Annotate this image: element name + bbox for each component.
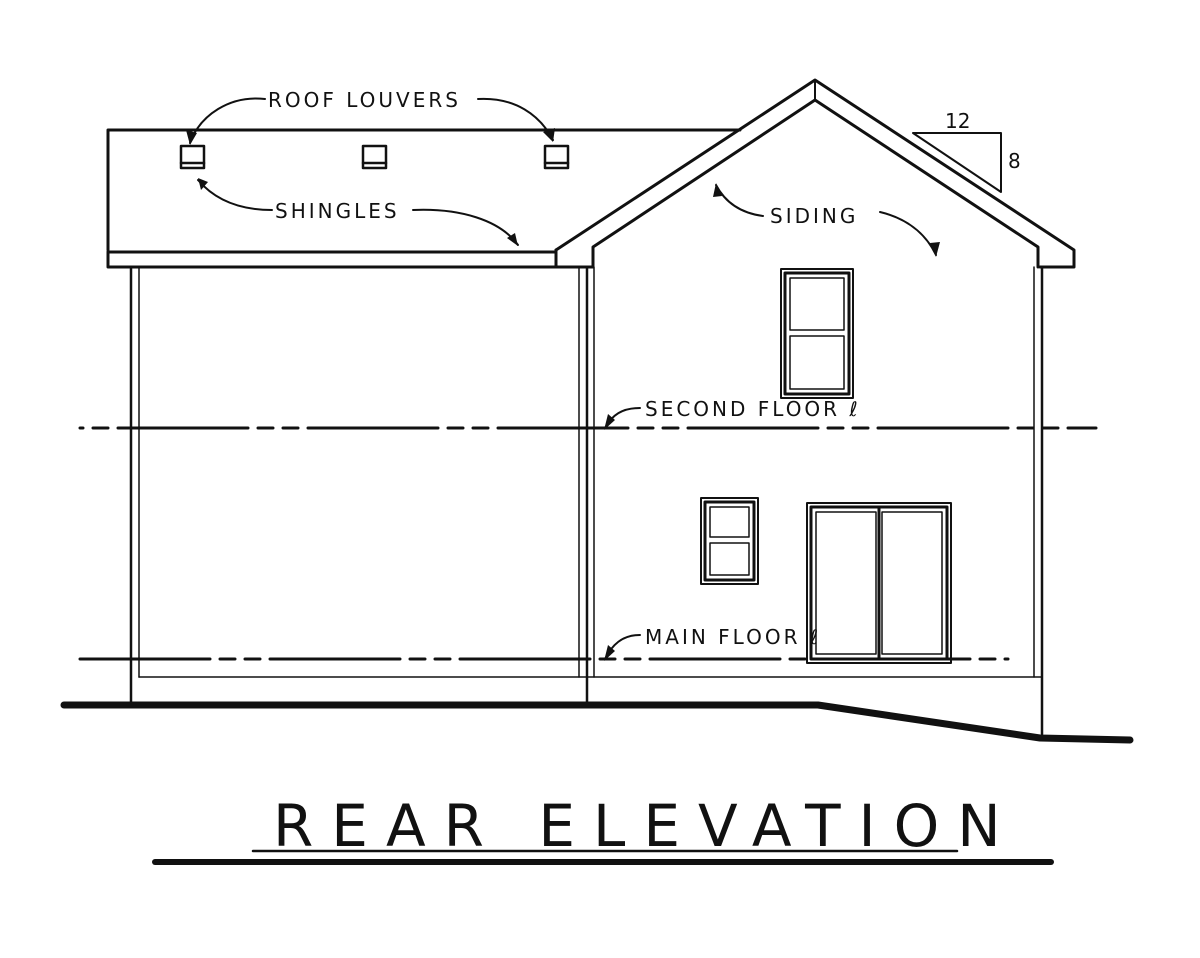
lower-window: [700, 497, 759, 585]
label-second-floor: SECOND FLOOR ℓ: [645, 397, 861, 421]
gable-roof: [554, 78, 1076, 269]
roof-pitch-symbol: [912, 132, 1002, 193]
floor-lines: [78, 426, 1098, 661]
label-shingles: SHINGLES: [275, 199, 400, 223]
drawing-title: REAR ELEVATION: [273, 792, 1019, 860]
label-siding: SIDING: [770, 204, 858, 228]
label-main-floor: MAIN FLOOR ℓ: [645, 625, 821, 649]
sliding-door: [806, 502, 952, 664]
arrowheads: [186, 128, 940, 661]
leader-arrows: [189, 97, 937, 660]
grade-line: [60, 701, 1134, 744]
walls: [129, 265, 1044, 740]
upper-window: [780, 268, 854, 399]
pitch-rise: 8: [1008, 149, 1021, 173]
roof-louver-icon: [179, 144, 570, 170]
pitch-run: 12: [945, 109, 970, 133]
label-roof-louvers: ROOF LOUVERS: [268, 88, 461, 112]
